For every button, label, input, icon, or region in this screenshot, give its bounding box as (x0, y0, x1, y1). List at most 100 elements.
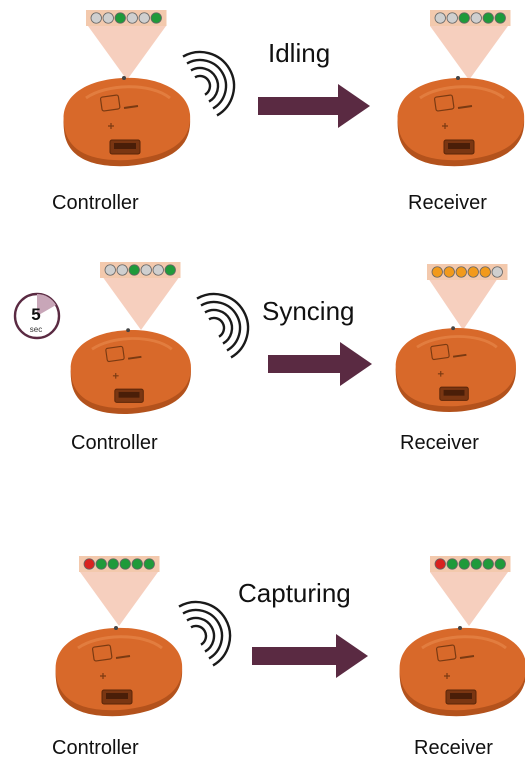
receiver-label: Receiver (408, 192, 487, 214)
receiver-device (399, 626, 525, 717)
led-green (482, 558, 494, 570)
led-grey (152, 264, 164, 276)
led-strip-controller (86, 10, 167, 26)
arrow-head (338, 84, 370, 128)
wifi-arc (190, 624, 208, 646)
receiver-label: Receiver (400, 432, 479, 454)
wifi-arc (178, 600, 232, 667)
led-orange (467, 266, 479, 278)
device-symbol-icon (112, 372, 119, 379)
led-green (119, 558, 131, 570)
controller-label: Controller (71, 432, 158, 454)
flow-arrow (258, 84, 370, 128)
led-green (494, 558, 506, 570)
device-logo-text-mark (452, 353, 467, 358)
device-logo-icon (105, 345, 125, 363)
device-logo-icon (99, 94, 121, 112)
wifi-arc (190, 66, 220, 103)
wifi-arc (186, 58, 228, 110)
usb-port-inner (450, 693, 472, 699)
led-green (143, 558, 155, 570)
led-green (482, 12, 494, 24)
device-symbol-icon (442, 123, 448, 129)
device-body (399, 627, 525, 711)
led-grey (90, 12, 102, 24)
led-grey (102, 12, 114, 24)
wifi-arc (186, 616, 216, 653)
device-logo-text-mark (115, 655, 131, 659)
arrow-shaft (258, 97, 340, 115)
led-strip-receiver (430, 556, 511, 572)
device-body (70, 330, 191, 409)
device-symbol-icon (100, 673, 106, 679)
led-grey (140, 264, 152, 276)
arrow-shaft (268, 355, 342, 373)
wifi-arc (182, 50, 236, 117)
device-body (63, 77, 191, 161)
led-green (128, 264, 140, 276)
controller-label: Controller (52, 737, 139, 759)
wifi-arc (200, 300, 242, 352)
device-body (395, 328, 516, 407)
wifi-signal-icon (196, 292, 250, 359)
device-highlight (85, 85, 171, 100)
wifi-arc (208, 316, 226, 338)
led-strip-controller (79, 556, 160, 572)
wifi-arc (194, 74, 212, 96)
beam-controller (88, 26, 166, 80)
device-logo-icon (433, 94, 455, 112)
led-red (83, 558, 95, 570)
led-grey (470, 12, 482, 24)
wifi-signal-icon (182, 50, 236, 117)
device-logo-icon (91, 644, 113, 662)
led-green (150, 12, 162, 24)
device-logo-text-mark (127, 355, 142, 360)
arrow-head (336, 634, 368, 678)
device-body (397, 77, 525, 161)
timer-icon (13, 292, 61, 340)
device-highlight (421, 635, 507, 650)
receiver-device (397, 76, 525, 167)
led-green (470, 558, 482, 570)
led-orange (443, 266, 455, 278)
device-symbol-icon (437, 370, 444, 377)
state-label-idling: Idling (268, 38, 331, 68)
led-green (107, 558, 119, 570)
led-orange (431, 266, 443, 278)
led-grey (104, 264, 116, 276)
led-orange (479, 266, 491, 278)
device-highlight (419, 85, 505, 100)
device-indicator-dot (122, 76, 126, 80)
device-highlight (77, 635, 163, 650)
led-green (458, 12, 470, 24)
device-body (55, 627, 183, 711)
timer-value: 5 (31, 305, 41, 324)
led-green (131, 558, 143, 570)
usb-port-inner (114, 143, 136, 149)
led-grey (138, 12, 150, 24)
beam-controller (80, 572, 158, 626)
led-green (95, 558, 107, 570)
device-symbol-icon (108, 123, 114, 129)
device-indicator-dot (458, 626, 462, 630)
beam-receiver (430, 572, 508, 626)
arrow-shaft (252, 647, 338, 665)
led-grey (434, 12, 446, 24)
receiver-label: Receiver (414, 737, 493, 759)
led-orange (455, 266, 467, 278)
usb-port-inner (443, 389, 465, 396)
wifi-arc (196, 292, 250, 359)
led-green (458, 558, 470, 570)
usb-port-inner (118, 391, 140, 398)
led-strip-receiver (430, 10, 511, 26)
controller-device (70, 328, 191, 414)
device-logo-text-mark (457, 105, 473, 109)
device-indicator-dot (451, 326, 455, 331)
led-strip-controller (100, 262, 181, 278)
flow-arrow (252, 634, 368, 678)
device-logo-text-mark (459, 655, 475, 659)
led-green (446, 558, 458, 570)
flow-arrow (268, 342, 372, 386)
